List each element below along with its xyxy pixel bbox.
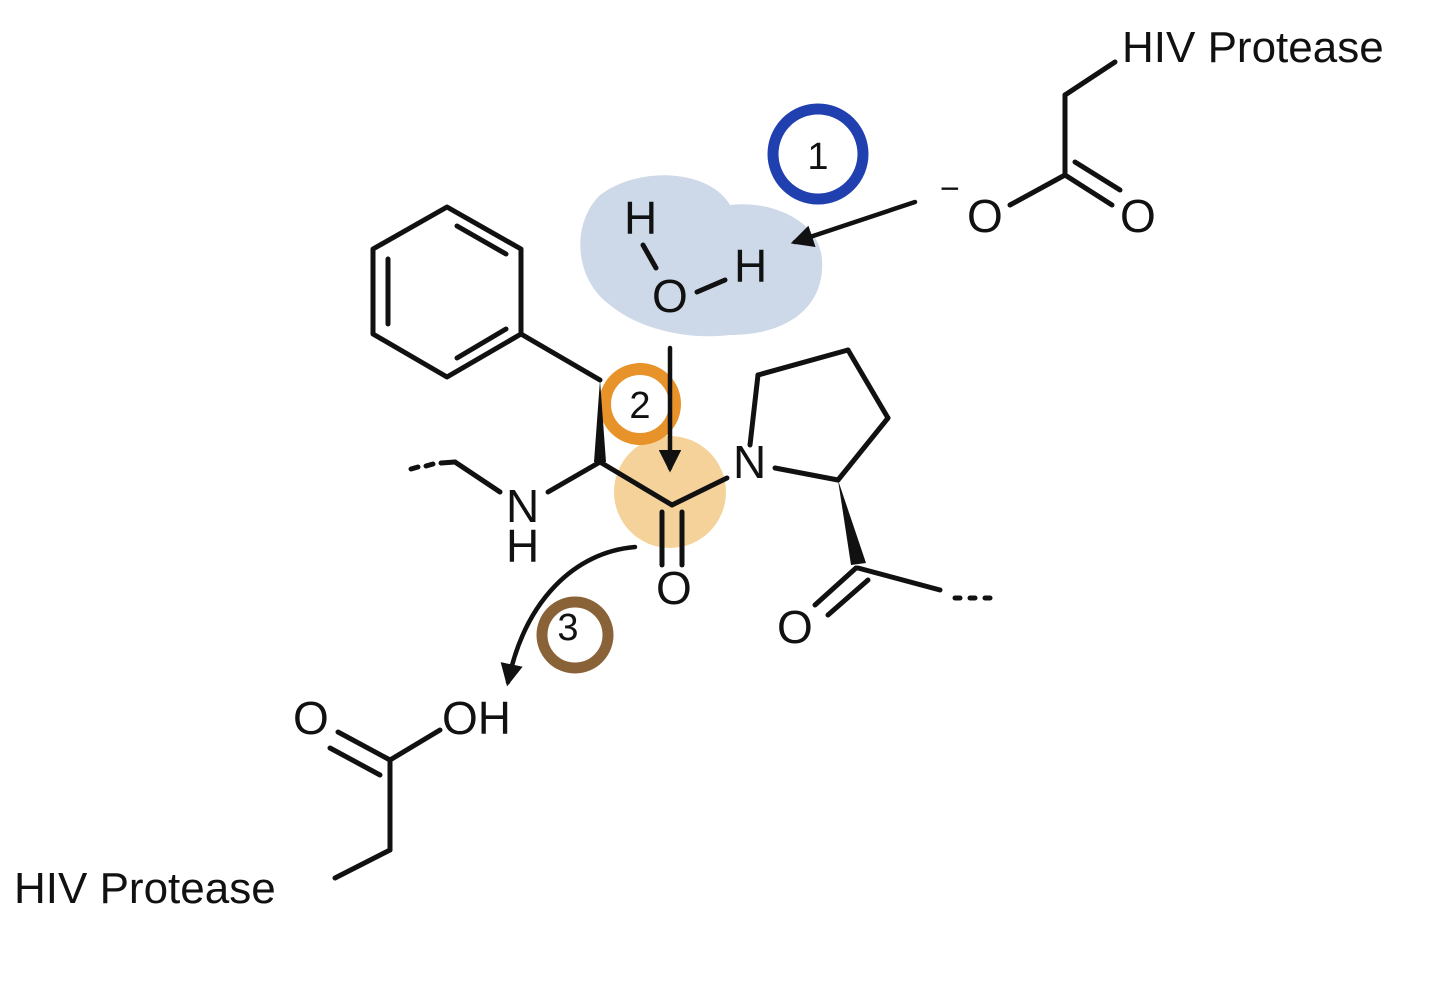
step-3-label: 3 [557,607,578,649]
proline-ring [747,347,891,483]
acid-oh-label: OH [442,692,511,744]
water-o-label: O [652,270,688,322]
proline-carbonyl-o-label: O [777,601,813,653]
bottom-acid-bonds [327,727,443,881]
proline-carbonyl [812,565,993,618]
hiv-protease-top-label: HIV Protease [1122,23,1384,72]
step-2-circle [599,363,681,445]
step-1-circle [767,103,869,205]
peptide-backbone [408,459,730,568]
amide-h-label: H [506,520,539,572]
water-h-top-label: H [624,192,657,244]
water-bonds [640,242,728,295]
step-1-label: 1 [807,136,828,178]
phe-wedge-bond [594,380,606,462]
carboxylate-o-single-label: O [967,190,1003,242]
carbonyl-highlight [614,436,726,548]
carbonyl-o-label: O [656,562,692,614]
water-highlight [580,175,823,337]
proline-wedge-bond [838,480,866,565]
carboxylate-o-double-label: O [1120,190,1156,242]
step-3-circle [536,596,614,674]
acid-o-double-label: O [293,692,329,744]
benzene-ring [370,204,603,383]
amide-n-label: N [506,480,539,532]
hiv-protease-bottom-label: HIV Protease [14,864,276,913]
arrow-step-3 [500,544,638,687]
water-h-right-label: H [734,240,767,292]
proline-n-label: N [733,436,766,488]
arrow-step-1 [790,199,918,247]
carboxylate-charge-label: − [940,170,960,208]
top-carboxylate-bonds [1007,59,1123,208]
step-2-label: 2 [629,385,650,427]
